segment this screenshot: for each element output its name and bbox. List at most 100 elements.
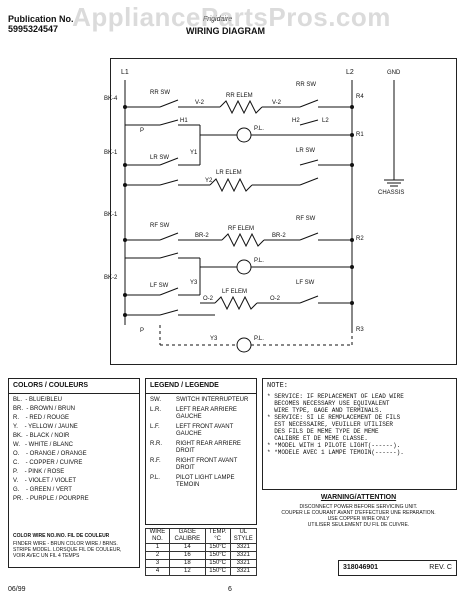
legend-value: RIGHT REAR ARRIERE DROIT bbox=[176, 441, 241, 454]
wire-table-cell: 3321 bbox=[229, 567, 258, 576]
wire-label-bk4: BK-4 bbox=[104, 96, 118, 102]
publication-number: 5995324547 bbox=[8, 24, 59, 34]
wire-table-cell: 3 bbox=[145, 559, 170, 568]
legend-value: PILOT LIGHT LAMPE TEMOIN bbox=[176, 475, 235, 488]
legend-value: SWITCH INTERRUPTEUR bbox=[176, 397, 249, 403]
terminal-y2: Y2 bbox=[205, 178, 213, 184]
note-line: WIRE TYPE, GAGE AND TERMINALS. bbox=[267, 407, 383, 414]
wire-table-cell: 14 bbox=[168, 543, 206, 552]
colors-footer: COLOR WIRE NO./NO. FIL DE COULEUR bbox=[13, 533, 110, 539]
terminal-y1: Y1 bbox=[190, 150, 198, 156]
legend-value: RIGHT FRONT AVANT DROIT bbox=[176, 458, 238, 471]
footer-date: 06/99 bbox=[8, 586, 26, 593]
color-item: G. - GREEN / VERT bbox=[13, 487, 72, 493]
note-line: CALIBRE ET DE MEME CLASSE. bbox=[267, 435, 368, 442]
footer-page: 6 bbox=[228, 586, 232, 593]
chassis-label: CHASSIS bbox=[378, 190, 405, 196]
switch-label-lf: LF SW bbox=[150, 283, 169, 289]
note-line: DES FILS DE MEME TYPE DE MEME bbox=[267, 428, 379, 435]
wire-label-br2-left: BR-2 bbox=[195, 233, 209, 239]
color-item: BR. - BROWN / BRUN bbox=[13, 406, 76, 412]
legend-item: R.R. RIGHT REAR ARRIERE DROIT bbox=[150, 441, 252, 455]
note-line: EST NECESSAIRE, VEUILLER UTILISER bbox=[267, 421, 394, 428]
part-number: 318046901 bbox=[343, 564, 379, 571]
element-label-rf: RF ELEM bbox=[228, 226, 255, 232]
terminal-p-1: P bbox=[140, 128, 145, 134]
part-number-box: 318046901 REV. C bbox=[338, 560, 457, 576]
wire-table-header-cell: GAGE CALIBRE bbox=[168, 528, 206, 544]
warning-panel: WARNING/ATTENTION DISCONNECT POWER BEFOR… bbox=[262, 494, 455, 528]
legend-key: R.F. bbox=[150, 458, 161, 464]
legend-heading: LEGEND / LEGENDE bbox=[146, 379, 256, 394]
color-item: BL. - BLUE/BLEU bbox=[13, 397, 63, 403]
note-panel: NOTE: * SERVICE: IF REPLACEMENT OF LEAD … bbox=[262, 378, 457, 490]
legend-key: SW. bbox=[150, 397, 162, 403]
terminal-y3: Y3 bbox=[190, 280, 198, 286]
legend-item: R.F. RIGHT FRONT AVANT DROIT bbox=[150, 458, 252, 472]
terminal-h2-1: H2 bbox=[292, 118, 300, 124]
pilot-light-label-3: P.L. bbox=[254, 336, 264, 342]
resistor-label-r3: R3 bbox=[356, 327, 364, 333]
gnd-label: GND bbox=[387, 70, 401, 76]
bus-label-l2: L2 bbox=[346, 69, 354, 76]
resistor-label-r4: R4 bbox=[356, 94, 364, 100]
element-label-rr: RR ELEM bbox=[226, 93, 253, 99]
switch-label-rf: RF SW bbox=[150, 223, 170, 229]
wire-table-cell: 150°C bbox=[204, 559, 231, 568]
wire-label-o2-left: O-2 bbox=[203, 296, 214, 302]
color-item: C. - COPPER / CUIVRE bbox=[13, 460, 83, 466]
wire-table-cell: 150°C bbox=[204, 543, 231, 552]
color-item: V. - VIOLET / VIOLET bbox=[13, 478, 77, 484]
revision: REV. C bbox=[429, 564, 452, 571]
wire-table-cell: 150°C bbox=[204, 551, 231, 560]
wire-label-o2-right: O-2 bbox=[270, 296, 281, 302]
colors-footnote: FINDER WIRE - BRUN COLOR WIRE / BRNS. ST… bbox=[13, 541, 122, 559]
wire-label-bk1b: BK-1 bbox=[104, 212, 118, 218]
wire-label-v2-left: V-2 bbox=[195, 100, 205, 106]
color-item: W. - WHITE / BLANC bbox=[13, 442, 74, 448]
note-line: * *MODEL WITH 1 PILOTE LIGHT(------). bbox=[267, 442, 401, 449]
wire-table-cell: 150°C bbox=[204, 567, 231, 576]
element-label-lf: LF ELEM bbox=[222, 289, 248, 295]
brand-label: Frigidaire bbox=[203, 16, 233, 23]
note-list: * SERVICE: IF REPLACEMENT OF LEAD WIRE B… bbox=[263, 393, 456, 456]
wire-table-header-cell: TEMP. °C bbox=[204, 528, 231, 544]
bus-label-l1: L1 bbox=[121, 69, 129, 76]
wire-label-br2-right: BR-2 bbox=[272, 233, 286, 239]
note-line: * SERVICE: SI LE REMPLACEMENT DE FILS bbox=[267, 414, 401, 421]
wire-label-bk1: BK-1 bbox=[104, 150, 118, 156]
note-line: BECOMES NECESSARY USE EQUIVALENT bbox=[267, 400, 390, 407]
wire-label-v2-right: V-2 bbox=[272, 100, 282, 106]
publication-label: Publication No. bbox=[8, 14, 74, 24]
terminal-p-4: P bbox=[140, 328, 145, 334]
switch-label-lf-right: LF SW bbox=[296, 280, 315, 286]
legend-key: P.L. bbox=[150, 475, 160, 481]
wire-table-cell: 2 bbox=[145, 551, 170, 560]
color-item: PR. - PURPLE / POURPRE bbox=[13, 496, 89, 502]
switch-label-rf-right: RF SW bbox=[296, 216, 316, 222]
wire-table-cell: 3321 bbox=[229, 543, 258, 552]
switch-label-rr: RR SW bbox=[150, 90, 170, 96]
wire-table-cell: 12 bbox=[168, 567, 206, 576]
warning-heading: WARNING/ATTENTION bbox=[320, 494, 397, 501]
terminal-h1-1: H1 bbox=[180, 118, 188, 124]
warning-line: USE COPPER WIRE ONLY bbox=[327, 516, 390, 522]
legend-item: SW. SWITCH INTERRUPTEUR bbox=[150, 397, 252, 404]
note-line: * SERVICE: IF REPLACEMENT OF LEAD WIRE bbox=[267, 393, 404, 400]
pilot-light-label-2: P.L. bbox=[254, 258, 264, 264]
note-line: * *MODELE AVEC 1 LAMPE TEMOIN(------). bbox=[267, 449, 404, 456]
legend-key: R.R. bbox=[150, 441, 162, 447]
legend-item: L.R.LEFT REAR ARRIERE GAUCHE bbox=[150, 407, 252, 421]
wire-table-cell: 16 bbox=[168, 551, 206, 560]
wire-table-cell: 1 bbox=[145, 543, 170, 552]
wire-table-cell: 18 bbox=[168, 559, 206, 568]
terminal-y3-dashed: Y3 bbox=[210, 336, 218, 342]
